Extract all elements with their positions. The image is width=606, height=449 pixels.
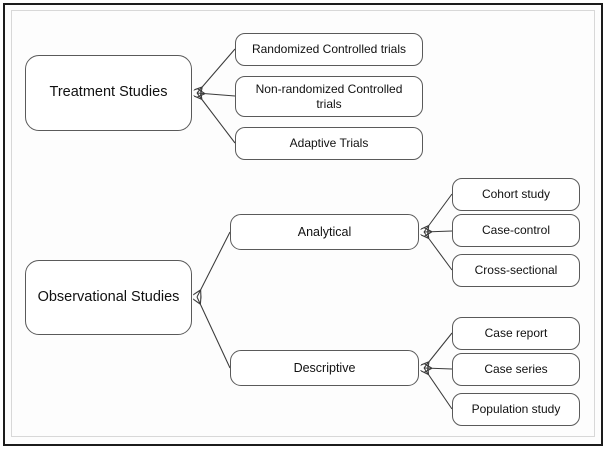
node-adaptive-trials-label: Adaptive Trials <box>289 136 369 151</box>
node-population-study-label: Population study <box>471 402 561 417</box>
node-cross-sectional[interactable]: Cross-sectional <box>452 254 580 287</box>
node-randomized-controlled-trials[interactable]: Randomized Controlled trials <box>235 33 423 66</box>
node-treatment-studies[interactable]: Treatment Studies <box>25 55 192 131</box>
node-treatment-studies-label: Treatment Studies <box>49 84 168 101</box>
edge-group-observational <box>197 231 231 369</box>
edge-group-descriptive <box>424 332 453 410</box>
node-randomized-controlled-trials-label: Randomized Controlled trials <box>251 42 407 57</box>
node-case-report[interactable]: Case report <box>452 317 580 350</box>
node-adaptive-trials[interactable]: Adaptive Trials <box>235 127 423 160</box>
node-observational-studies-label: Observational Studies <box>37 288 180 305</box>
edge-group-treatment <box>197 48 236 144</box>
node-population-study[interactable]: Population study <box>452 393 580 426</box>
node-case-series[interactable]: Case series <box>452 353 580 386</box>
node-descriptive-label: Descriptive <box>293 360 356 375</box>
node-cohort-study[interactable]: Cohort study <box>452 178 580 211</box>
node-cross-sectional-label: Cross-sectional <box>474 263 558 278</box>
node-case-control-label: Case-control <box>481 223 551 238</box>
node-descriptive[interactable]: Descriptive <box>230 350 419 386</box>
node-non-randomized-controlled-trials-label: Non-randomized Controlled trials <box>255 82 403 111</box>
node-non-randomized-controlled-trials[interactable]: Non-randomized Controlled trials <box>235 76 423 117</box>
node-case-report-label: Case report <box>484 326 548 341</box>
edge-group-analytical <box>424 193 453 271</box>
node-case-series-label: Case series <box>484 362 548 377</box>
node-observational-studies[interactable]: Observational Studies <box>25 260 192 335</box>
node-analytical[interactable]: Analytical <box>230 214 419 250</box>
node-analytical-label: Analytical <box>297 224 352 239</box>
node-cohort-study-label: Cohort study <box>481 187 551 202</box>
node-case-control[interactable]: Case-control <box>452 214 580 247</box>
